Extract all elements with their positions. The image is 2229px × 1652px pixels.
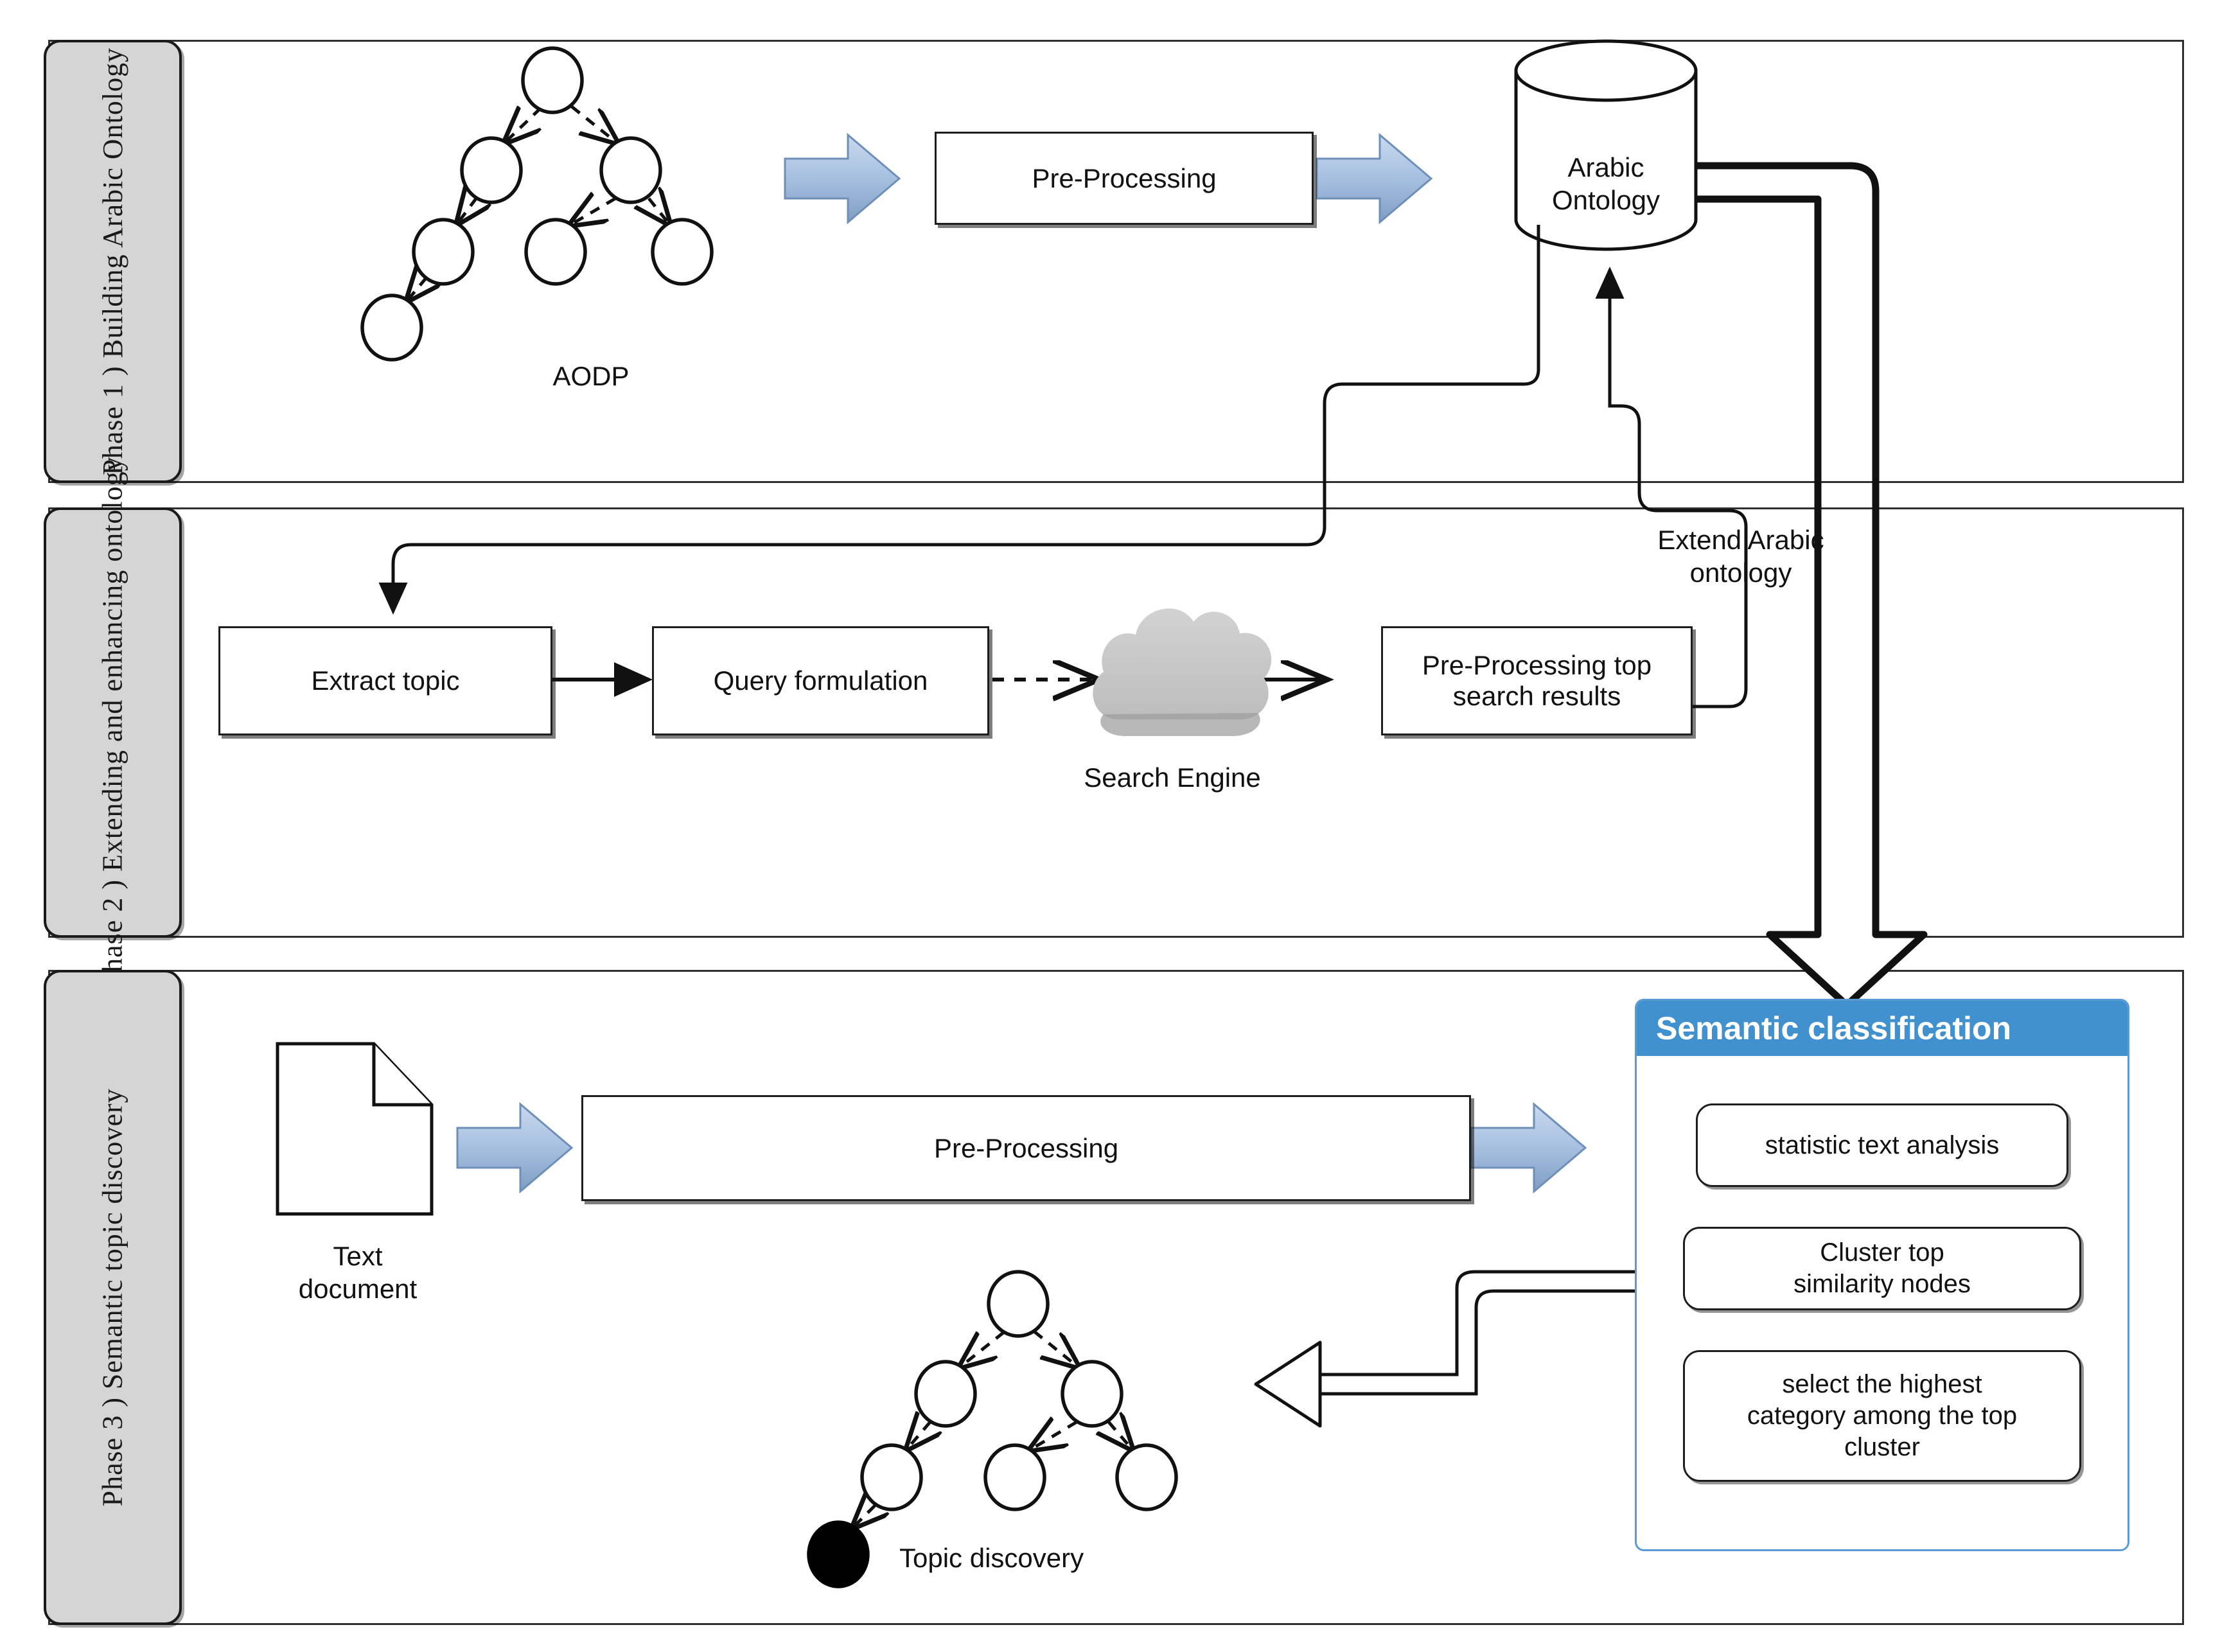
big-down-block-arrow <box>1766 896 1928 1009</box>
aodp-tree <box>360 46 714 362</box>
blue-arrow-doc-to-preprocessing <box>456 1102 574 1194</box>
phase-1-container <box>48 40 2184 483</box>
topic-discovery-caption: Topic discovery <box>899 1543 1084 1573</box>
arabic-ontology-database <box>1514 39 1698 251</box>
preprocessing-box-phase3[interactable]: Pre-Processing <box>581 1095 1471 1201</box>
query-formulation-box[interactable]: Query formulation <box>652 626 989 735</box>
classification-to-topic-connector <box>1320 1270 1635 1396</box>
search-engine-cloud-icon <box>1093 608 1272 736</box>
ontology-to-classification-connector <box>1696 162 1880 896</box>
phase-3-tab: Phase 3 ) Semantic topic discovery <box>44 970 182 1625</box>
phase-2-tab: Phase 2 ) Extending and enhancing ontolo… <box>44 457 182 989</box>
topic-discovery-node-filled <box>807 1520 870 1588</box>
extend-ontology-feedback-connector <box>1595 267 1748 708</box>
extract-topic-box[interactable]: Extract topic <box>218 626 552 735</box>
sc-step-select-highest-category[interactable]: select the highest category among the to… <box>1683 1350 2081 1482</box>
blue-arrow-preprocessing-to-classification <box>1470 1102 1587 1194</box>
topic-discovery-tree <box>807 1270 1178 1588</box>
search-engine-caption: Search Engine <box>1084 762 1261 793</box>
extend-arabic-ontology-caption: Extend Arabic ontology <box>1657 525 1824 588</box>
blue-arrow-tree-to-preprocessing <box>784 132 901 225</box>
sc-step-cluster-top-similarity-nodes[interactable]: Cluster top similarity nodes <box>1683 1227 2081 1310</box>
text-document-icon <box>276 1042 434 1216</box>
ontology-to-extract-topic-connector <box>378 225 1540 615</box>
arabic-ontology-label: Arabic Ontology <box>1551 152 1661 216</box>
text-document-caption: Text document <box>298 1241 418 1305</box>
blue-arrow-preprocessing-to-db <box>1316 132 1433 225</box>
semantic-classification-header: Semantic classification <box>1637 1001 2128 1056</box>
aodp-caption: AODP <box>552 361 630 391</box>
phase-1-tab: Phase 1 ) Building Arabic Ontology <box>44 40 182 483</box>
sc-step-statistic-text-analysis[interactable]: statistic text analysis <box>1696 1103 2068 1187</box>
preprocessing-box-phase1[interactable]: Pre-Processing <box>935 132 1314 225</box>
hollow-left-arrow <box>1254 1340 1322 1428</box>
preprocessing-top-results-box[interactable]: Pre-Processing top search results <box>1381 626 1693 735</box>
